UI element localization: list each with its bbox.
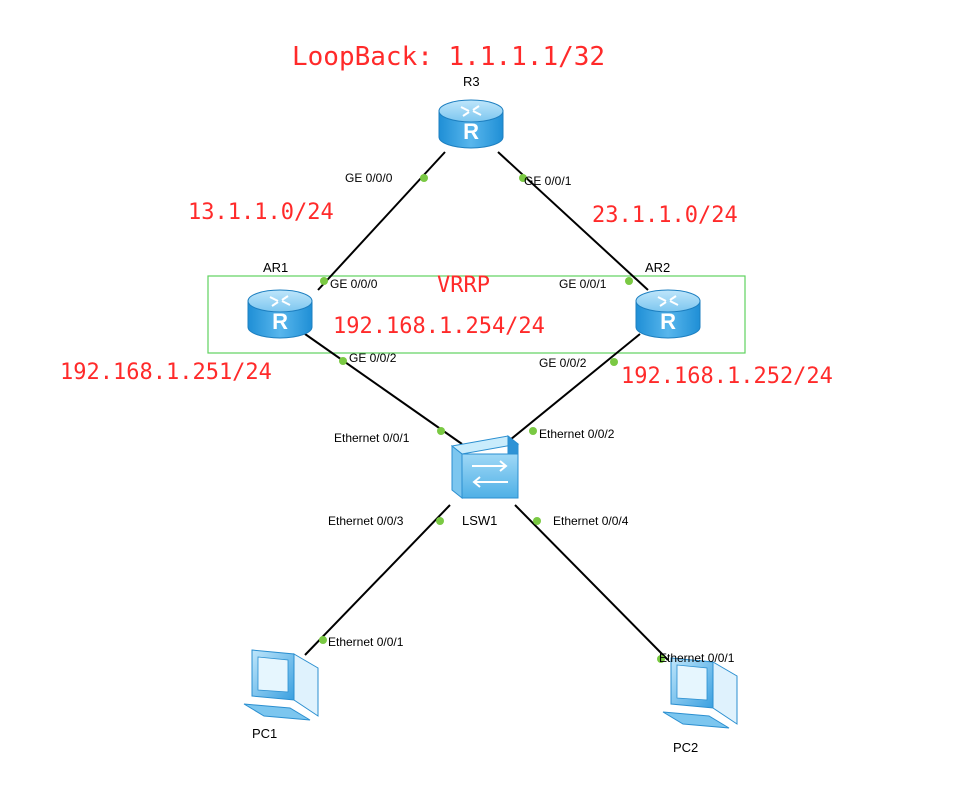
port-label-pc1-e001: Ethernet 0/0/1 — [328, 635, 404, 649]
router-icon[interactable] — [438, 99, 504, 149]
port-label-r3-ge001: GE 0/0/1 — [524, 174, 572, 188]
port-label-lsw-e002: Ethernet 0/0/2 — [539, 427, 615, 441]
link-ar1-lsw1 — [304, 333, 463, 445]
port-label-pc2-e001: Ethernet 0/0/1 — [659, 651, 735, 665]
port-label-lsw-e001: Ethernet 0/0/1 — [334, 431, 410, 445]
port-dot-lsw-e002 — [529, 427, 537, 435]
ar2-ip-annotation: 192.168.1.252/24 — [621, 364, 833, 389]
port-dot-pc2-e001 — [657, 655, 665, 663]
network-23-annotation: 23.1.1.0/24 — [592, 203, 738, 228]
link-lsw1-pc1 — [304, 504, 451, 656]
port-label-ar1-ge000: GE 0/0/0 — [330, 277, 378, 291]
device-label-ar1: AR1 — [263, 260, 288, 275]
vrrp-group-box — [207, 275, 746, 354]
vrrp-label: VRRP — [437, 273, 490, 298]
port-dot-lsw-e001 — [437, 427, 445, 435]
port-dot-ar2-ge002 — [610, 358, 618, 366]
port-label-ar1-ge002: GE 0/0/2 — [349, 351, 397, 365]
device-label-lsw1: LSW1 — [462, 513, 497, 528]
network-13-annotation: 13.1.1.0/24 — [188, 200, 334, 225]
pc-icon[interactable] — [243, 649, 319, 721]
port-dot-r3-ge000 — [420, 174, 428, 182]
device-label-pc1: PC1 — [252, 726, 277, 741]
port-dot-ar1-ge000 — [320, 277, 328, 285]
pc-icon[interactable] — [662, 657, 738, 729]
router-icon[interactable] — [635, 289, 701, 339]
port-dot-lsw-e004 — [533, 517, 541, 525]
port-label-r3-ge000: GE 0/0/0 — [345, 171, 393, 185]
device-label-r3: R3 — [463, 74, 480, 89]
link-ar2-lsw1 — [504, 333, 641, 445]
ar1-ip-annotation: 192.168.1.251/24 — [60, 360, 272, 385]
device-label-ar2: AR2 — [645, 260, 670, 275]
device-label-pc2: PC2 — [673, 740, 698, 755]
port-label-ar2-ge002: GE 0/0/2 — [539, 356, 587, 370]
virtual-ip-annotation: 192.168.1.254/24 — [333, 314, 545, 339]
port-dot-r3-ge001 — [519, 174, 527, 182]
switch-icon[interactable] — [450, 434, 520, 500]
port-label-ar2-ge001: GE 0/0/1 — [559, 277, 607, 291]
port-label-lsw-e004: Ethernet 0/0/4 — [553, 514, 629, 528]
port-dot-ar1-ge002 — [339, 357, 347, 365]
link-lsw1-pc2 — [514, 504, 669, 661]
router-icon[interactable] — [247, 289, 313, 339]
port-dot-lsw-e003 — [436, 517, 444, 525]
port-label-lsw-e003: Ethernet 0/0/3 — [328, 514, 404, 528]
loopback-annotation: LoopBack: 1.1.1.1/32 — [292, 42, 605, 72]
port-dot-ar2-ge001 — [625, 277, 633, 285]
port-dot-pc1-e001 — [319, 636, 327, 644]
